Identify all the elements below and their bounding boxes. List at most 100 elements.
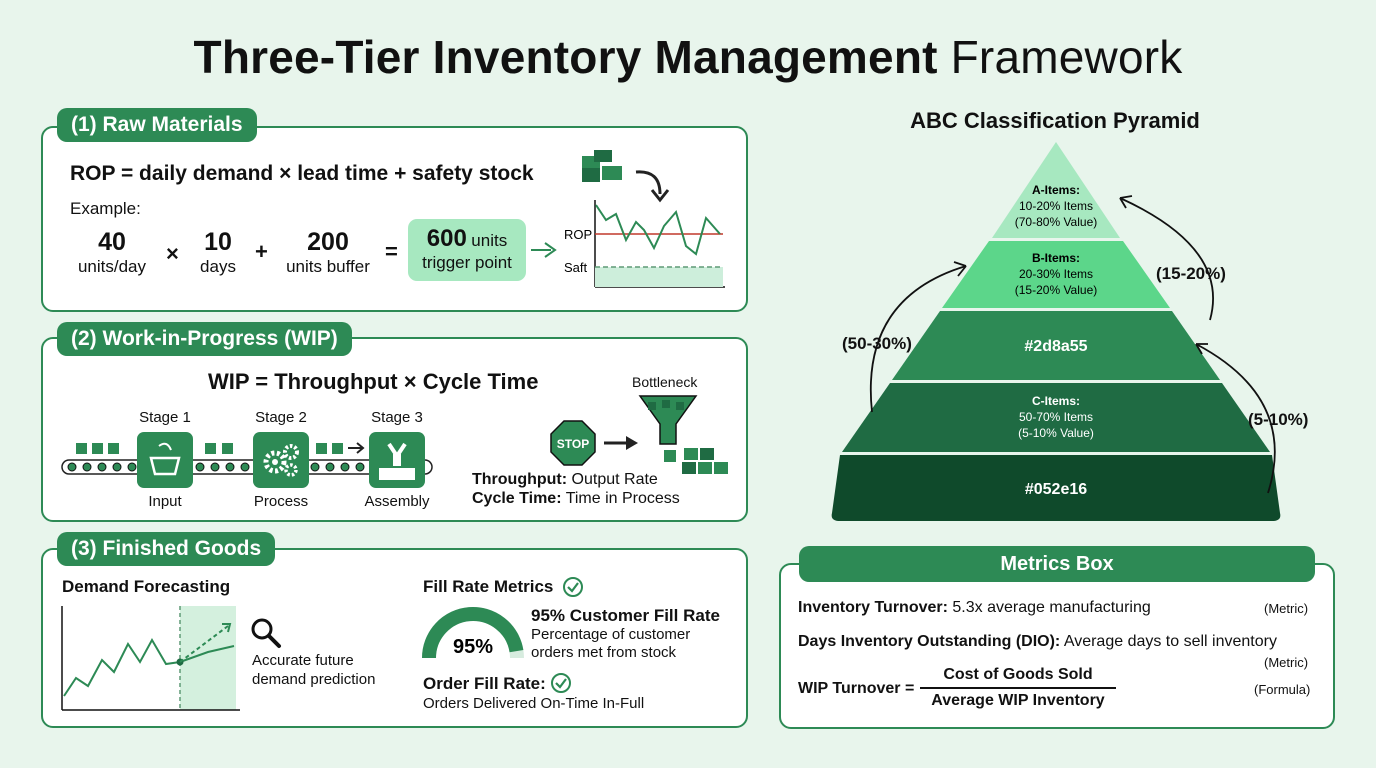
example-demand: 40 units/day	[66, 228, 158, 277]
example-lead-time: 10 days	[190, 228, 246, 277]
stage2-label: Stage 2	[255, 409, 307, 426]
cycle-time-def: Cycle Time: Time in Process	[472, 490, 680, 508]
throughput-text: Output Rate	[571, 471, 658, 488]
bottleneck-label: Bottleneck	[632, 374, 698, 390]
wip-turnover-numerator: Cost of Goods Sold	[920, 666, 1116, 689]
lead-time-value: 10	[204, 228, 232, 256]
cycle-time-text: Time in Process	[565, 490, 680, 507]
order-fill-title: Order Fill Rate:	[423, 674, 546, 693]
input-label: Input	[148, 493, 182, 510]
dio-row: Days Inventory Outstanding (DIO): Averag…	[798, 633, 1277, 651]
tier-a-items: 10-20% Items	[1019, 199, 1093, 213]
wip-turnover-denominator: Average WIP Inventory	[931, 692, 1105, 709]
pyramid-tier-c	[842, 383, 1270, 452]
raw-materials-tab: (1) Raw Materials	[57, 108, 257, 142]
wip-turnover-tag: (Formula)	[1254, 682, 1311, 697]
arrow-label-top-right: (15-20%)	[1156, 264, 1226, 283]
rop-result-value: 600	[426, 225, 467, 252]
plus-operator: +	[255, 239, 268, 264]
title-bold: Three-Tier Inventory Management	[193, 31, 938, 83]
stage1-label: Stage 1	[139, 409, 191, 426]
pyramid-tier-a	[992, 142, 1120, 238]
wip-items	[76, 443, 343, 454]
tier-b-title: B-Items:	[1032, 251, 1080, 265]
wip-panel	[41, 337, 748, 522]
metrics-title: Metrics Box	[799, 546, 1315, 582]
abc-pyramid: A-Items: 10-20% Items (70-80% Value) B-I…	[831, 142, 1281, 521]
forecast-chart-icon	[61, 606, 240, 711]
metrics-box	[779, 563, 1335, 729]
throughput-def: Throughput: Output Rate	[472, 471, 658, 489]
process-label: Process	[253, 493, 309, 510]
bottleneck-arrow-icon	[604, 436, 638, 450]
dio-label: Days Inventory Outstanding (DIO):	[798, 633, 1061, 650]
times-operator: ×	[166, 241, 179, 266]
tier-a-value: (70-80% Value)	[1015, 215, 1098, 229]
title-light: Framework	[950, 31, 1183, 83]
boxes-icon	[582, 150, 622, 182]
forecast-note-line1: Accurate future	[252, 652, 354, 669]
chart-rop-label: ROP	[564, 227, 592, 242]
example-label: Example:	[70, 199, 141, 218]
tier-c-items: 50-70% Items	[1019, 410, 1093, 424]
curve-arrow-icon	[635, 170, 662, 195]
forecast-title: Demand Forecasting	[62, 577, 231, 596]
turnover-row: Inventory Turnover: 5.3x average manufac…	[798, 599, 1151, 617]
flow-arrows	[869, 195, 1276, 494]
finished-goods-panel	[41, 548, 748, 728]
wip-tab: (2) Work-in-Progress (WIP)	[57, 322, 352, 356]
conveyor-rollers	[67, 462, 365, 472]
chart-safety-label: Saft	[564, 260, 588, 275]
safety-stock-unit: units buffer	[286, 257, 370, 276]
tier-c-value: (5-10% Value)	[1018, 426, 1094, 440]
fill-rate-title: Fill Rate Metrics	[423, 577, 554, 596]
rop-formula: ROP = daily demand × lead time + safety …	[70, 162, 534, 185]
stage3-label: Stage 3	[371, 409, 423, 426]
assembly-robot-icon	[369, 432, 425, 488]
pyramid-title: ABC Classification Pyramid	[910, 108, 1200, 133]
pyramid-tier-b	[942, 241, 1170, 308]
turnover-label: Inventory Turnover:	[798, 599, 948, 616]
page-title: Three-Tier Inventory Management Framewor…	[0, 30, 1376, 84]
forecast-note-line2: demand prediction	[252, 671, 376, 688]
forecast-note: Accurate future demand prediction	[252, 651, 375, 689]
tier-b-items: 20-30% Items	[1019, 267, 1093, 281]
dio-text: Average days to sell inventory	[1063, 633, 1277, 650]
tier-base-label: #052e16	[1025, 481, 1087, 498]
rop-result-sub: trigger point	[422, 253, 512, 272]
customer-fill-desc1: Percentage of customer	[531, 626, 691, 643]
stop-sign-icon: STOP	[550, 420, 596, 466]
pyramid-tier-base	[831, 455, 1281, 521]
result-arrow-icon	[531, 242, 557, 258]
funnel-icon	[638, 395, 728, 474]
arrow-label-left: (50-30%)	[842, 334, 912, 353]
tier-c-title: C-Items:	[1032, 394, 1080, 408]
demand-value: 40	[98, 228, 126, 256]
equals-operator: =	[385, 239, 398, 264]
arrow-label-bottom-right: (5-10%)	[1248, 410, 1309, 429]
rop-result-unit: units	[471, 231, 508, 250]
fill-rate-check-icon	[563, 577, 583, 597]
order-fill-desc: Orders Delivered On-Time In-Full	[423, 695, 645, 712]
cycle-time-label: Cycle Time:	[472, 490, 562, 507]
pyramid-tier-middle	[892, 311, 1220, 380]
tier-b-value: (15-20% Value)	[1015, 283, 1098, 297]
lead-time-unit: days	[200, 257, 236, 276]
safety-stock-value: 200	[307, 228, 349, 256]
wip-turnover-fraction: Cost of Goods Sold Average WIP Inventory	[920, 666, 1116, 710]
customer-fill-headline: 95% Customer Fill Rate	[531, 606, 720, 625]
process-gears-icon	[253, 432, 309, 488]
tier-middle-label: #2d8a55	[1024, 338, 1087, 355]
turnover-tag: (Metric)	[1264, 601, 1309, 616]
order-fill-check-icon	[551, 673, 571, 693]
gauge-fill	[422, 607, 524, 659]
customer-fill-desc: Percentage of customer orders met from s…	[531, 626, 690, 662]
stop-sign-text: STOP	[557, 437, 589, 451]
turnover-text: 5.3x average manufacturing	[952, 599, 1151, 616]
input-basket-icon	[137, 432, 193, 488]
dio-tag: (Metric)	[1264, 655, 1309, 670]
wip-formula: WIP = Throughput × Cycle Time	[208, 369, 539, 394]
example-safety-stock: 200 units buffer	[278, 228, 378, 277]
rop-result-line: 600 units	[408, 225, 526, 253]
wip-turnover-label: WIP Turnover =	[798, 680, 915, 697]
